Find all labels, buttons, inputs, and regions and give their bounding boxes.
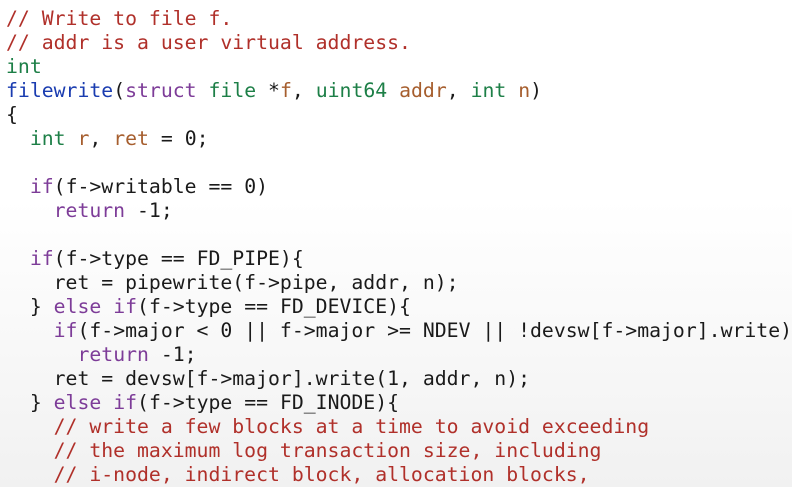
code-token: = 0; <box>148 127 209 150</box>
comment-token: // write a few blocks at a time to avoid… <box>6 415 650 438</box>
comment-token: // i-node, indirect block, allocation bl… <box>6 463 590 486</box>
code-token <box>197 79 209 102</box>
code-token <box>506 79 518 102</box>
comment-token: // addr is a user virtual address. <box>6 31 411 54</box>
code-token: -1; <box>125 199 173 222</box>
identifier-token: f <box>279 79 292 102</box>
type-token: int <box>6 55 42 78</box>
code-line: int <box>6 55 792 79</box>
code-token <box>6 199 54 222</box>
code-token: ret = devsw[f->major].write(1, addr, n); <box>6 367 531 390</box>
code-line: } else if(f->type == FD_DEVICE){ <box>6 295 792 319</box>
code-line <box>6 223 792 247</box>
code-token <box>387 79 399 102</box>
keyword-token: if <box>53 319 78 342</box>
code-line: } else if(f->type == FD_INODE){ <box>6 391 792 415</box>
code-token: { <box>6 103 18 126</box>
type-token: int <box>470 79 507 102</box>
code-line: // Write to file f. <box>6 7 792 31</box>
code-token: (f->writable == 0) <box>53 175 269 198</box>
code-line: // i-node, indirect block, allocation bl… <box>6 463 792 487</box>
code-line: if(f->major < 0 || f->major >= NDEV || !… <box>6 319 792 343</box>
code-view[interactable]: // Write to file f.// addr is a user vir… <box>6 7 792 487</box>
code-token: * <box>256 79 280 102</box>
code-line: // addr is a user virtual address. <box>6 31 792 55</box>
function-name-token: filewrite <box>6 79 114 102</box>
type-token: int <box>29 127 66 150</box>
identifier-token: ret <box>113 127 149 150</box>
code-token: } <box>6 391 54 414</box>
keyword-token: else <box>53 295 102 318</box>
keyword-token: if <box>113 295 138 318</box>
code-token <box>6 343 77 366</box>
code-token <box>101 295 113 318</box>
code-token: -1; <box>148 343 197 366</box>
code-line: return -1; <box>6 343 792 367</box>
code-line: int r, ret = 0; <box>6 127 792 151</box>
comment-token: // Write to file f. <box>6 7 233 30</box>
code-token: ) <box>530 79 543 102</box>
keyword-token: if <box>29 247 54 270</box>
code-line: filewrite(struct file *f, uint64 addr, i… <box>6 79 792 103</box>
code-line: if(f->type == FD_PIPE){ <box>6 247 792 271</box>
code-token: , <box>89 127 114 150</box>
keyword-token: return <box>77 343 149 366</box>
code-line: return -1; <box>6 199 792 223</box>
code-token: (f->type == FD_PIPE){ <box>53 247 304 270</box>
code-line: ret = pipewrite(f->pipe, addr, n); <box>6 271 792 295</box>
code-token <box>101 391 113 414</box>
code-token <box>6 247 30 270</box>
code-line <box>6 151 792 175</box>
keyword-token: return <box>53 199 126 222</box>
code-token: (f->major < 0 || f->major >= NDEV || !de… <box>77 319 792 342</box>
code-token: , <box>446 79 471 102</box>
identifier-token: addr <box>399 79 447 102</box>
code-line: ret = devsw[f->major].write(1, addr, n); <box>6 367 792 391</box>
identifier-token: r <box>77 127 90 150</box>
code-token: ret = pipewrite(f->pipe, addr, n); <box>6 271 459 294</box>
code-line: if(f->writable == 0) <box>6 175 792 199</box>
keyword-token: if <box>113 391 138 414</box>
code-line: { <box>6 103 792 127</box>
type-token: file <box>208 79 257 102</box>
keyword-token: struct <box>125 79 197 102</box>
code-token <box>66 127 78 150</box>
code-token <box>6 319 54 342</box>
code-token: , <box>291 79 316 102</box>
code-token: } <box>6 295 54 318</box>
code-line: // write a few blocks at a time to avoid… <box>6 415 792 439</box>
identifier-token: n <box>518 79 531 102</box>
keyword-token: else <box>53 391 102 414</box>
code-token <box>6 127 30 150</box>
code-line: // the maximum log transaction size, inc… <box>6 439 792 463</box>
comment-token: // the maximum log transaction size, inc… <box>6 439 602 462</box>
code-token <box>6 175 30 198</box>
keyword-token: if <box>29 175 54 198</box>
code-token: ( <box>113 79 126 102</box>
code-token: (f->type == FD_INODE){ <box>137 391 400 414</box>
type-token: uint64 <box>315 79 388 102</box>
code-token: (f->type == FD_DEVICE){ <box>137 295 411 318</box>
